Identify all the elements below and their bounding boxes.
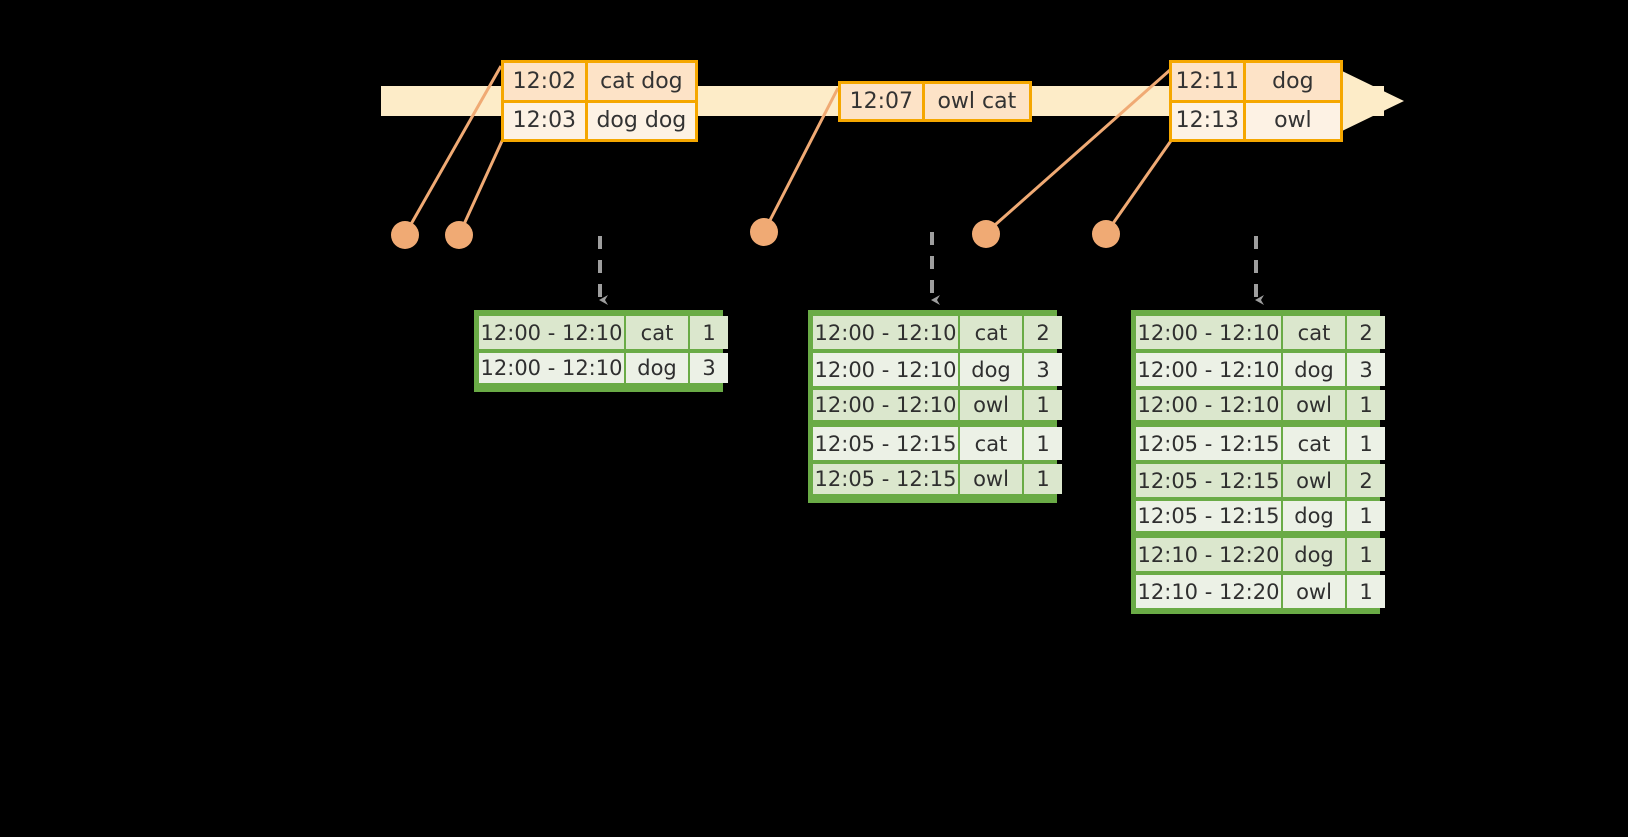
table-cell-key: owl	[1283, 575, 1345, 608]
table-cell-window: 12:00 - 12:10	[813, 353, 958, 386]
connector-line-1	[404, 65, 503, 234]
event-row: 12:11 dog	[1172, 63, 1340, 100]
table-cell-window: 12:05 - 12:15	[1136, 464, 1281, 497]
table-cell-window: 12:05 - 12:15	[813, 464, 958, 494]
table-cell-window: 12:00 - 12:10	[813, 390, 958, 420]
table-cell-count: 3	[1024, 353, 1062, 386]
table-cell-key: cat	[1283, 427, 1345, 460]
event-time: 12:03	[504, 102, 585, 139]
emit-arrows	[598, 232, 1264, 305]
table-cell-window: 12:00 - 12:10	[479, 353, 624, 383]
connector-line-5	[1105, 134, 1177, 233]
connector-line-4	[986, 68, 1171, 234]
event-time: 12:02	[504, 63, 585, 100]
table-cell-count: 1	[1347, 575, 1385, 608]
table-cell-key: dog	[626, 353, 688, 383]
table-cell-window: 12:10 - 12:20	[1136, 575, 1281, 608]
table-cell-key: cat	[626, 316, 688, 349]
table-cell-key: owl	[960, 464, 1022, 494]
table-cell-window: 12:05 - 12:15	[1136, 501, 1281, 531]
event-row: 12:03 dog dog	[504, 99, 695, 139]
table-cell-key: dog	[1283, 353, 1345, 386]
table-cell-key: dog	[1283, 501, 1345, 531]
event-value: dog	[1242, 63, 1340, 100]
table-cell-key: owl	[1283, 464, 1345, 497]
watermark-dot-4	[972, 220, 1000, 248]
event-group-2: 12:07 owl cat	[838, 81, 1032, 122]
table-cell-count: 1	[1347, 501, 1385, 531]
table-cell-count: 2	[1347, 316, 1385, 349]
event-time: 12:13	[1172, 102, 1243, 139]
table-cell-key: owl	[960, 390, 1022, 420]
table-cell-count: 1	[1347, 538, 1385, 571]
table-cell-window: 12:05 - 12:15	[1136, 427, 1281, 460]
table-cell-key: cat	[1283, 316, 1345, 349]
table-cell-key: cat	[960, 427, 1022, 460]
event-row: 12:02 cat dog	[504, 63, 695, 100]
event-time: 12:11	[1172, 63, 1243, 100]
table-cell-count: 3	[690, 353, 728, 383]
table-cell-count: 1	[1024, 427, 1062, 460]
table-cell-count: 1	[690, 316, 728, 349]
table-cell-window: 12:05 - 12:15	[813, 427, 958, 460]
table-cell-key: dog	[1283, 538, 1345, 571]
event-time: 12:07	[841, 84, 922, 119]
watermark-dot-5	[1092, 220, 1120, 248]
watermark-dot-2	[445, 221, 473, 249]
table-cell-count: 2	[1347, 464, 1385, 497]
watermark-dots	[391, 218, 1120, 249]
event-value: cat dog	[584, 63, 695, 100]
event-group-1: 12:02 cat dog 12:03 dog dog	[501, 60, 698, 142]
watermark-dot-3	[750, 218, 778, 246]
table-cell-count: 2	[1024, 316, 1062, 349]
table-cell-window: 12:00 - 12:10	[1136, 316, 1281, 349]
event-group-3: 12:11 dog 12:13 owl	[1169, 60, 1343, 142]
table-cell-count: 1	[1347, 427, 1385, 460]
table-cell-key: owl	[1283, 390, 1345, 420]
table-cell-key: cat	[960, 316, 1022, 349]
connector-line-2	[458, 129, 509, 234]
table-cell-count: 3	[1347, 353, 1385, 386]
connector-line-3	[763, 87, 840, 231]
connector-lines	[404, 65, 1177, 234]
table-cell-window: 12:00 - 12:10	[479, 316, 624, 349]
event-value: owl cat	[921, 84, 1029, 119]
table-cell-key: dog	[960, 353, 1022, 386]
table-cell-window: 12:10 - 12:20	[1136, 538, 1281, 571]
table-cell-count: 1	[1024, 390, 1062, 420]
table-cell-count: 1	[1024, 464, 1062, 494]
event-row: 12:13 owl	[1172, 99, 1340, 139]
event-value: owl	[1242, 102, 1340, 139]
event-row: 12:07 owl cat	[841, 84, 1029, 119]
table-cell-window: 12:00 - 12:10	[813, 316, 958, 349]
table-cell-count: 1	[1347, 390, 1385, 420]
watermark-dot-1	[391, 221, 419, 249]
table-cell-window: 12:00 - 12:10	[1136, 390, 1281, 420]
table-cell-window: 12:00 - 12:10	[1136, 353, 1281, 386]
event-value: dog dog	[584, 102, 695, 139]
